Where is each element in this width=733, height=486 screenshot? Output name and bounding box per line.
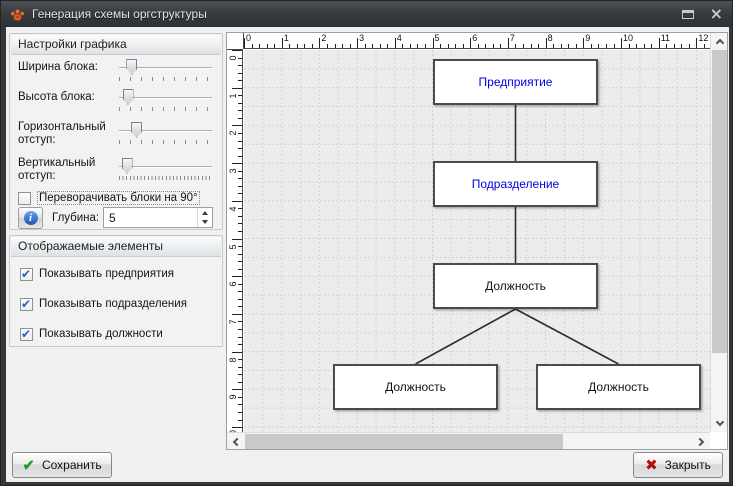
horizontal-gap-slider[interactable]: [118, 122, 213, 139]
restore-button[interactable]: [681, 9, 694, 19]
block-height-label: Высота блока:: [18, 91, 95, 103]
check-icon: ✔: [22, 456, 35, 474]
slider-groove: [119, 97, 212, 99]
chevron-left-icon: [232, 437, 242, 446]
horizontal-gap-label: Горизонтальный отступ:: [18, 121, 106, 146]
show-enterprises-row[interactable]: Показывать предприятия: [20, 266, 214, 282]
chevron-up-icon: [715, 38, 724, 48]
vertical-scroll-thumb[interactable]: [712, 50, 727, 353]
scroll-right-button[interactable]: [693, 433, 710, 450]
x-icon: ✖: [645, 456, 658, 474]
rotate-blocks-label: Переворачивать блоки на 90°: [37, 191, 200, 205]
footer-bar: ✔ Сохранить ✖ Закрыть: [6, 449, 729, 482]
horizontal-scrollbar[interactable]: [227, 432, 710, 449]
save-button-label: Сохранить: [41, 458, 102, 472]
org-node[interactable]: Подразделение: [433, 161, 598, 207]
show-positions-checkbox[interactable]: [20, 327, 33, 341]
slider-groove: [119, 67, 212, 69]
show-enterprises-label: Показывать предприятия: [39, 268, 174, 280]
restore-icon: [681, 9, 694, 19]
scroll-left-button[interactable]: [227, 433, 244, 450]
slider-groove: [119, 166, 212, 168]
org-node[interactable]: Должность: [333, 364, 498, 410]
info-button[interactable]: i: [18, 206, 43, 229]
app-paw-icon: [11, 9, 24, 20]
slider-groove: [119, 130, 212, 132]
show-enterprises-checkbox[interactable]: [20, 267, 33, 281]
chevron-right-icon: [695, 437, 705, 446]
slider-ticks: [119, 77, 212, 81]
vertical-gap-row: Вертикальный отступ:: [18, 155, 213, 189]
depth-spinner[interactable]: 5: [103, 207, 213, 228]
close-button[interactable]: ×: [710, 6, 723, 22]
window-title: Генерация схемы оргструктуры: [32, 7, 207, 21]
depth-row: i Глубина: 5: [18, 206, 213, 229]
slider-ticks: [119, 107, 212, 111]
scroll-up-button[interactable]: [711, 33, 728, 50]
titlebar: Генерация схемы оргструктуры ×: [1, 1, 732, 27]
rotate-blocks-checkbox-row[interactable]: Переворачивать блоки на 90°: [18, 190, 213, 206]
vertical-scrollbar[interactable]: [710, 33, 727, 432]
client-area: Настройки графика Ширина блока: Высота б…: [6, 27, 729, 482]
spin-up-button[interactable]: [198, 208, 212, 218]
org-node[interactable]: Предприятие: [433, 59, 598, 105]
slider-thumb[interactable]: [122, 89, 134, 105]
block-width-slider[interactable]: [118, 59, 213, 76]
close-icon: ×: [709, 4, 723, 23]
slider-thumb[interactable]: [121, 158, 133, 174]
close-dialog-button[interactable]: ✖ Закрыть: [633, 452, 723, 478]
scroll-down-button[interactable]: [711, 415, 728, 432]
horizontal-gap-row: Горизонтальный отступ:: [18, 119, 213, 153]
block-height-row: Высота блока:: [18, 89, 213, 119]
ruler-corner: [227, 33, 243, 49]
show-subdivisions-checkbox[interactable]: [20, 297, 33, 311]
elements-group: Отображаемые элементы Показывать предпри…: [9, 235, 223, 347]
spin-down-icon: [202, 220, 208, 225]
vertical-gap-slider[interactable]: [118, 158, 213, 175]
org-node[interactable]: Должность: [536, 364, 701, 410]
show-subdivisions-row[interactable]: Показывать подразделения: [20, 296, 214, 312]
depth-value[interactable]: 5: [109, 211, 116, 225]
settings-group: Настройки графика Ширина блока: Высота б…: [9, 33, 223, 230]
show-positions-label: Показывать должности: [39, 328, 163, 340]
slider-thumb[interactable]: [126, 59, 138, 75]
slider-thumb[interactable]: [131, 122, 143, 138]
block-width-row: Ширина блока:: [18, 59, 213, 89]
slider-ticks: [119, 140, 212, 144]
spin-up-icon: [202, 210, 208, 215]
org-node[interactable]: Должность: [433, 263, 598, 309]
block-height-slider[interactable]: [118, 89, 213, 106]
rotate-blocks-checkbox[interactable]: [18, 191, 31, 205]
save-button[interactable]: ✔ Сохранить: [12, 452, 112, 478]
show-subdivisions-label: Показывать подразделения: [39, 298, 187, 310]
vertical-gap-label: Вертикальный отступ:: [18, 157, 96, 182]
show-positions-row[interactable]: Показывать должности: [20, 326, 214, 342]
settings-group-header: Настройки графика: [11, 35, 221, 55]
info-icon: i: [23, 210, 38, 225]
slider-ticks: [119, 176, 212, 180]
spin-down-button[interactable]: [198, 218, 212, 228]
chevron-down-icon: [715, 417, 724, 427]
horizontal-scroll-thumb[interactable]: [245, 434, 563, 449]
elements-group-header: Отображаемые элементы: [11, 237, 221, 257]
block-width-label: Ширина блока:: [18, 61, 98, 73]
depth-label: Глубина:: [52, 211, 100, 224]
close-button-label: Закрыть: [664, 458, 711, 472]
